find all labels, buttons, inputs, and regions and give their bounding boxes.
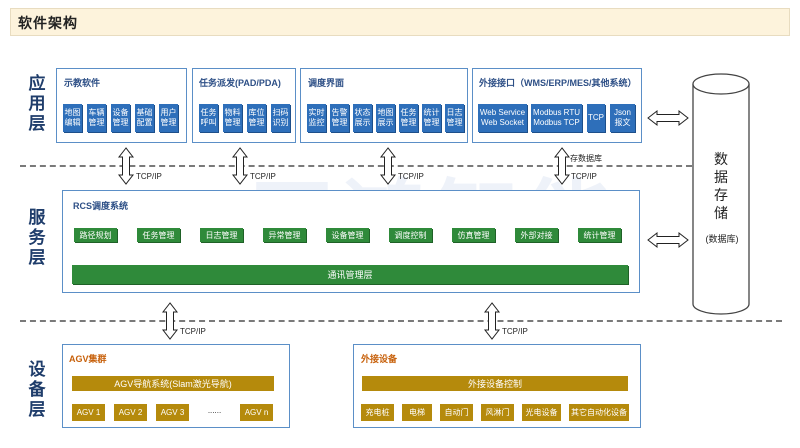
rcs-module-button[interactable]: 路径规划 — [74, 228, 117, 242]
storage-char: 存 — [714, 187, 728, 203]
module-button[interactable]: 物料管理 — [223, 104, 242, 132]
rcs-module-button[interactable]: 统计管理 — [578, 228, 621, 242]
storage-sub-label: (数据库) — [705, 234, 739, 244]
panel-title: AGV集群 — [69, 354, 107, 364]
vertical-double-arrow — [554, 147, 570, 185]
panel-external-interface: 外接接口（WMS/ERP/MES/其他系统） Web Service Web S… — [472, 68, 642, 143]
module-button[interactable]: 任务管理 — [399, 104, 418, 132]
rcs-module-button[interactable]: 外部对接 — [515, 228, 558, 242]
rcs-module-button[interactable]: 日志管理 — [200, 228, 243, 242]
module-button[interactable]: 基础配置 — [135, 104, 154, 132]
module-button[interactable]: 统计管理 — [422, 104, 441, 132]
protocol-label: TCP/IP — [502, 327, 528, 336]
panel-external-devices: 外接设备 外接设备控制 充电桩 电梯 自动门 风淋门 光电设备 其它自动化设备 — [353, 344, 641, 428]
module-button[interactable]: 设备管理 — [111, 104, 130, 132]
rcs-module-button[interactable]: 设备管理 — [326, 228, 369, 242]
vertical-double-arrow — [162, 302, 178, 340]
agv-button[interactable]: AGV n — [240, 404, 273, 421]
module-button[interactable]: Web Service Web Socket — [478, 104, 527, 132]
device-button[interactable]: 自动门 — [440, 404, 473, 421]
module-button[interactable]: 日志管理 — [445, 104, 464, 132]
rcs-module-button[interactable]: 任务管理 — [137, 228, 180, 242]
module-button[interactable]: Json 报文 — [610, 104, 635, 132]
title-bar — [10, 8, 790, 36]
panel-title: 调度界面 — [308, 78, 345, 88]
module-button[interactable]: 告警管理 — [330, 104, 349, 132]
module-button[interactable]: 地图展示 — [376, 104, 395, 132]
panel-dispatch-ui: 调度界面 实时监控 告警管理 状态展示 地图展示 任务管理 统计管理 日志管理 — [300, 68, 468, 143]
storage-char: 据 — [714, 169, 728, 185]
module-button[interactable]: 扫码识别 — [271, 104, 290, 132]
panel-title: 外接接口（WMS/ERP/MES/其他系统） — [479, 78, 637, 88]
device-button[interactable]: 风淋门 — [481, 404, 514, 421]
panel-agv-cluster: AGV集群 AGV导航系统(Slam激光导航) AGV 1 AGV 2 AGV … — [62, 344, 290, 428]
agv-button[interactable]: AGV 1 — [72, 404, 105, 421]
protocol-label: TCP/IP — [398, 172, 424, 181]
module-button[interactable]: 状态展示 — [353, 104, 372, 132]
horizontal-double-arrow — [647, 232, 689, 248]
panel-title: 示教软件 — [64, 78, 101, 88]
comm-management-bar[interactable]: 通讯管理层 — [72, 265, 628, 284]
protocol-label: TCP/IP — [136, 172, 162, 181]
rcs-module-button[interactable]: 仿真管理 — [452, 228, 495, 242]
agv-nav-system-bar[interactable]: AGV导航系统(Slam激光导航) — [72, 376, 274, 391]
store-db-label: 存数据库 — [570, 154, 602, 163]
agv-button[interactable]: AGV 2 — [114, 404, 147, 421]
module-button[interactable]: 车辆管理 — [87, 104, 106, 132]
agv-button[interactable]: AGV 3 — [156, 404, 189, 421]
protocol-label: TCP/IP — [250, 172, 276, 181]
layer-label-device: 设备层 — [28, 360, 46, 419]
panel-rcs: RCS调度系统 路径规划 任务管理 日志管理 异常管理 设备管理 调度控制 仿真… — [62, 190, 640, 293]
separator-bottom — [20, 320, 782, 322]
agv-ellipsis: ...... — [207, 406, 222, 415]
vertical-double-arrow — [118, 147, 134, 185]
protocol-label: TCP/IP — [180, 327, 206, 336]
external-control-bar[interactable]: 外接设备控制 — [362, 376, 628, 391]
module-button[interactable]: TCP — [587, 104, 605, 132]
device-button[interactable]: 电梯 — [402, 404, 432, 421]
rcs-module-button[interactable]: 调度控制 — [389, 228, 432, 242]
vertical-double-arrow — [484, 302, 500, 340]
separator-top — [20, 165, 692, 167]
horizontal-double-arrow — [647, 110, 689, 126]
storage-label: 数 据 存 储 — [712, 150, 730, 222]
panel-teaching-software: 示教软件 地图编辑 车辆管理 设备管理 基础配置 用户管理 — [56, 68, 187, 143]
device-button[interactable]: 其它自动化设备 — [569, 404, 629, 421]
vertical-double-arrow — [232, 147, 248, 185]
vertical-double-arrow — [380, 147, 396, 185]
device-button[interactable]: 光电设备 — [522, 404, 561, 421]
protocol-label: TCP/IP — [571, 172, 597, 181]
module-button[interactable]: 实时监控 — [307, 104, 326, 132]
panel-task-dispatch: 任务派发(PAD/PDA) 任务呼叫 物料管理 库位管理 扫码识别 — [192, 68, 296, 143]
panel-title: 任务派发(PAD/PDA) — [199, 78, 281, 88]
database-cylinder-icon — [692, 73, 750, 315]
storage-char: 储 — [714, 205, 728, 221]
panel-title: RCS调度系统 — [73, 201, 129, 211]
module-button[interactable]: 任务呼叫 — [199, 104, 218, 132]
module-button[interactable]: 库位管理 — [247, 104, 266, 132]
module-button[interactable]: 用户管理 — [159, 104, 178, 132]
layer-label-service: 服务层 — [28, 208, 46, 267]
module-button[interactable]: 地图编辑 — [63, 104, 82, 132]
storage-char: 数 — [714, 151, 728, 167]
module-button[interactable]: Modbus RTU Modbus TCP — [531, 104, 582, 132]
device-button[interactable]: 充电桩 — [361, 404, 394, 421]
layer-label-app: 应用层 — [28, 74, 46, 133]
page-title: 软件架构 — [18, 15, 78, 31]
panel-title: 外接设备 — [361, 354, 398, 364]
rcs-module-button[interactable]: 异常管理 — [263, 228, 306, 242]
